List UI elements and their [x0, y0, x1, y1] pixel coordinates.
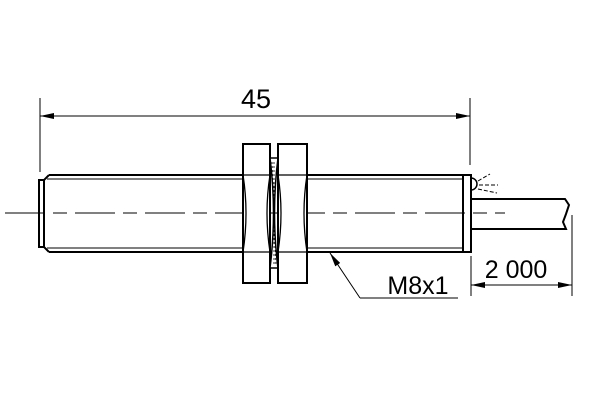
- cable-length-label: 2 000: [485, 256, 548, 284]
- cable: [471, 198, 571, 230]
- thread-leader: [329, 252, 458, 299]
- dimension-overall-length: [39, 98, 471, 172]
- hex-nut-left: [242, 143, 271, 284]
- hex-nut-right: [277, 143, 308, 284]
- overall-length-label: 45: [241, 84, 271, 114]
- led-indicator-icon: [470, 173, 498, 194]
- sensor-body: [38, 174, 472, 253]
- thread-label: M8x1: [387, 272, 448, 300]
- dimension-cable-length: [470, 215, 573, 296]
